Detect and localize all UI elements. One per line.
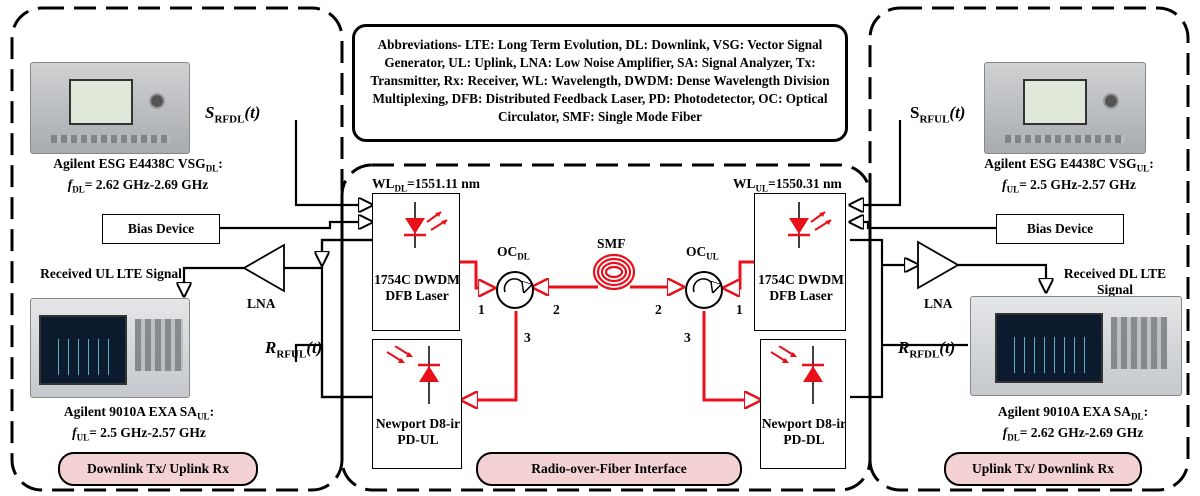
signal-rrfdl-label: RRFDL(t) <box>898 338 956 361</box>
lna-right-label: LNA <box>924 296 953 311</box>
signal-srful-label: SRFUL(t) <box>910 103 966 126</box>
sa-right-instrument <box>970 296 1182 396</box>
center-section-border <box>340 163 872 492</box>
sa-right-label: Agilent 9010A EXA SADL: fDL= 2.62 GHz-2.… <box>997 404 1149 443</box>
wl-dl-label: WLDL=1551.11 nm <box>372 176 480 194</box>
vsg-right-label: Agilent ESG E4438C VSGUL: fUL= 2.5 GHz-2… <box>984 156 1154 195</box>
signal-srfdl-label: SRFDL(t) <box>205 103 261 126</box>
lna-left-label: LNA <box>247 296 276 311</box>
pd-dl-label: Newport D8-ir PD-DL <box>761 416 847 447</box>
section-label-center: Radio-over-Fiber Interface <box>476 452 742 486</box>
vsg-left-instrument <box>30 62 190 154</box>
lna-left-icon <box>242 243 285 293</box>
photodiode-icon <box>386 346 440 404</box>
smf-label: SMF <box>597 236 626 251</box>
port-dl-1: 1 <box>478 302 485 317</box>
sa-left-label: Agilent 9010A EXA SAUL: fUL= 2.5 GHz-2.5… <box>63 404 215 443</box>
oc-dl-icon <box>496 271 534 309</box>
received-ul-label: Received UL LTE Signal <box>40 266 182 281</box>
signal-rrful-label: RRFUL(t) <box>265 338 323 361</box>
vsg-left-label: Agilent ESG E4438C VSGDL: fDL= 2.62 GHz-… <box>53 156 223 195</box>
oc-ul-icon <box>685 271 723 309</box>
photodiode-icon <box>770 346 824 404</box>
sa-left-instrument <box>30 298 190 398</box>
dfb-laser-ul: 1754C DWDM DFB Laser <box>754 193 846 331</box>
oc-dl-label: OCDL <box>497 244 530 262</box>
pd-ul-label: Newport D8-ir PD-UL <box>375 416 461 447</box>
right-section-border <box>868 6 1190 492</box>
port-ul-1: 1 <box>736 302 743 317</box>
laser-diode-icon <box>404 202 448 248</box>
port-ul-3: 3 <box>684 330 691 345</box>
abbreviations-box: Abbreviations- LTE: Long Term Evolution,… <box>352 24 848 142</box>
lna-right-icon <box>917 240 960 290</box>
laser-diode-icon <box>788 202 832 248</box>
right-wiring <box>850 120 1046 399</box>
laser-ul-label: 1754C DWDM DFB Laser <box>758 272 844 303</box>
oc-ul-label: OCUL <box>686 244 719 262</box>
vsg-right-instrument <box>984 62 1146 154</box>
left-wiring <box>184 120 372 399</box>
laser-dl-label: 1754C DWDM DFB Laser <box>374 272 460 303</box>
section-label-left: Downlink Tx/ Uplink Rx <box>58 452 258 486</box>
port-dl-3: 3 <box>524 330 531 345</box>
wl-ul-label: WLUL=1550.31 nm <box>733 176 842 194</box>
bias-device-left: Bias Device <box>102 214 220 244</box>
optical-paths <box>460 260 760 400</box>
section-label-right: Uplink Tx/ Downlink Rx <box>944 452 1142 486</box>
received-dl-label: Received DL LTE Signal <box>1063 266 1167 297</box>
dfb-laser-dl: 1754C DWDM DFB Laser <box>372 193 460 331</box>
port-ul-2: 2 <box>655 302 662 317</box>
bias-device-right: Bias Device <box>996 214 1124 244</box>
photodetector-ul: Newport D8-ir PD-UL <box>372 339 462 469</box>
port-dl-2: 2 <box>553 302 560 317</box>
smf-coil-icon <box>592 253 636 291</box>
photodetector-dl: Newport D8-ir PD-DL <box>760 339 846 469</box>
